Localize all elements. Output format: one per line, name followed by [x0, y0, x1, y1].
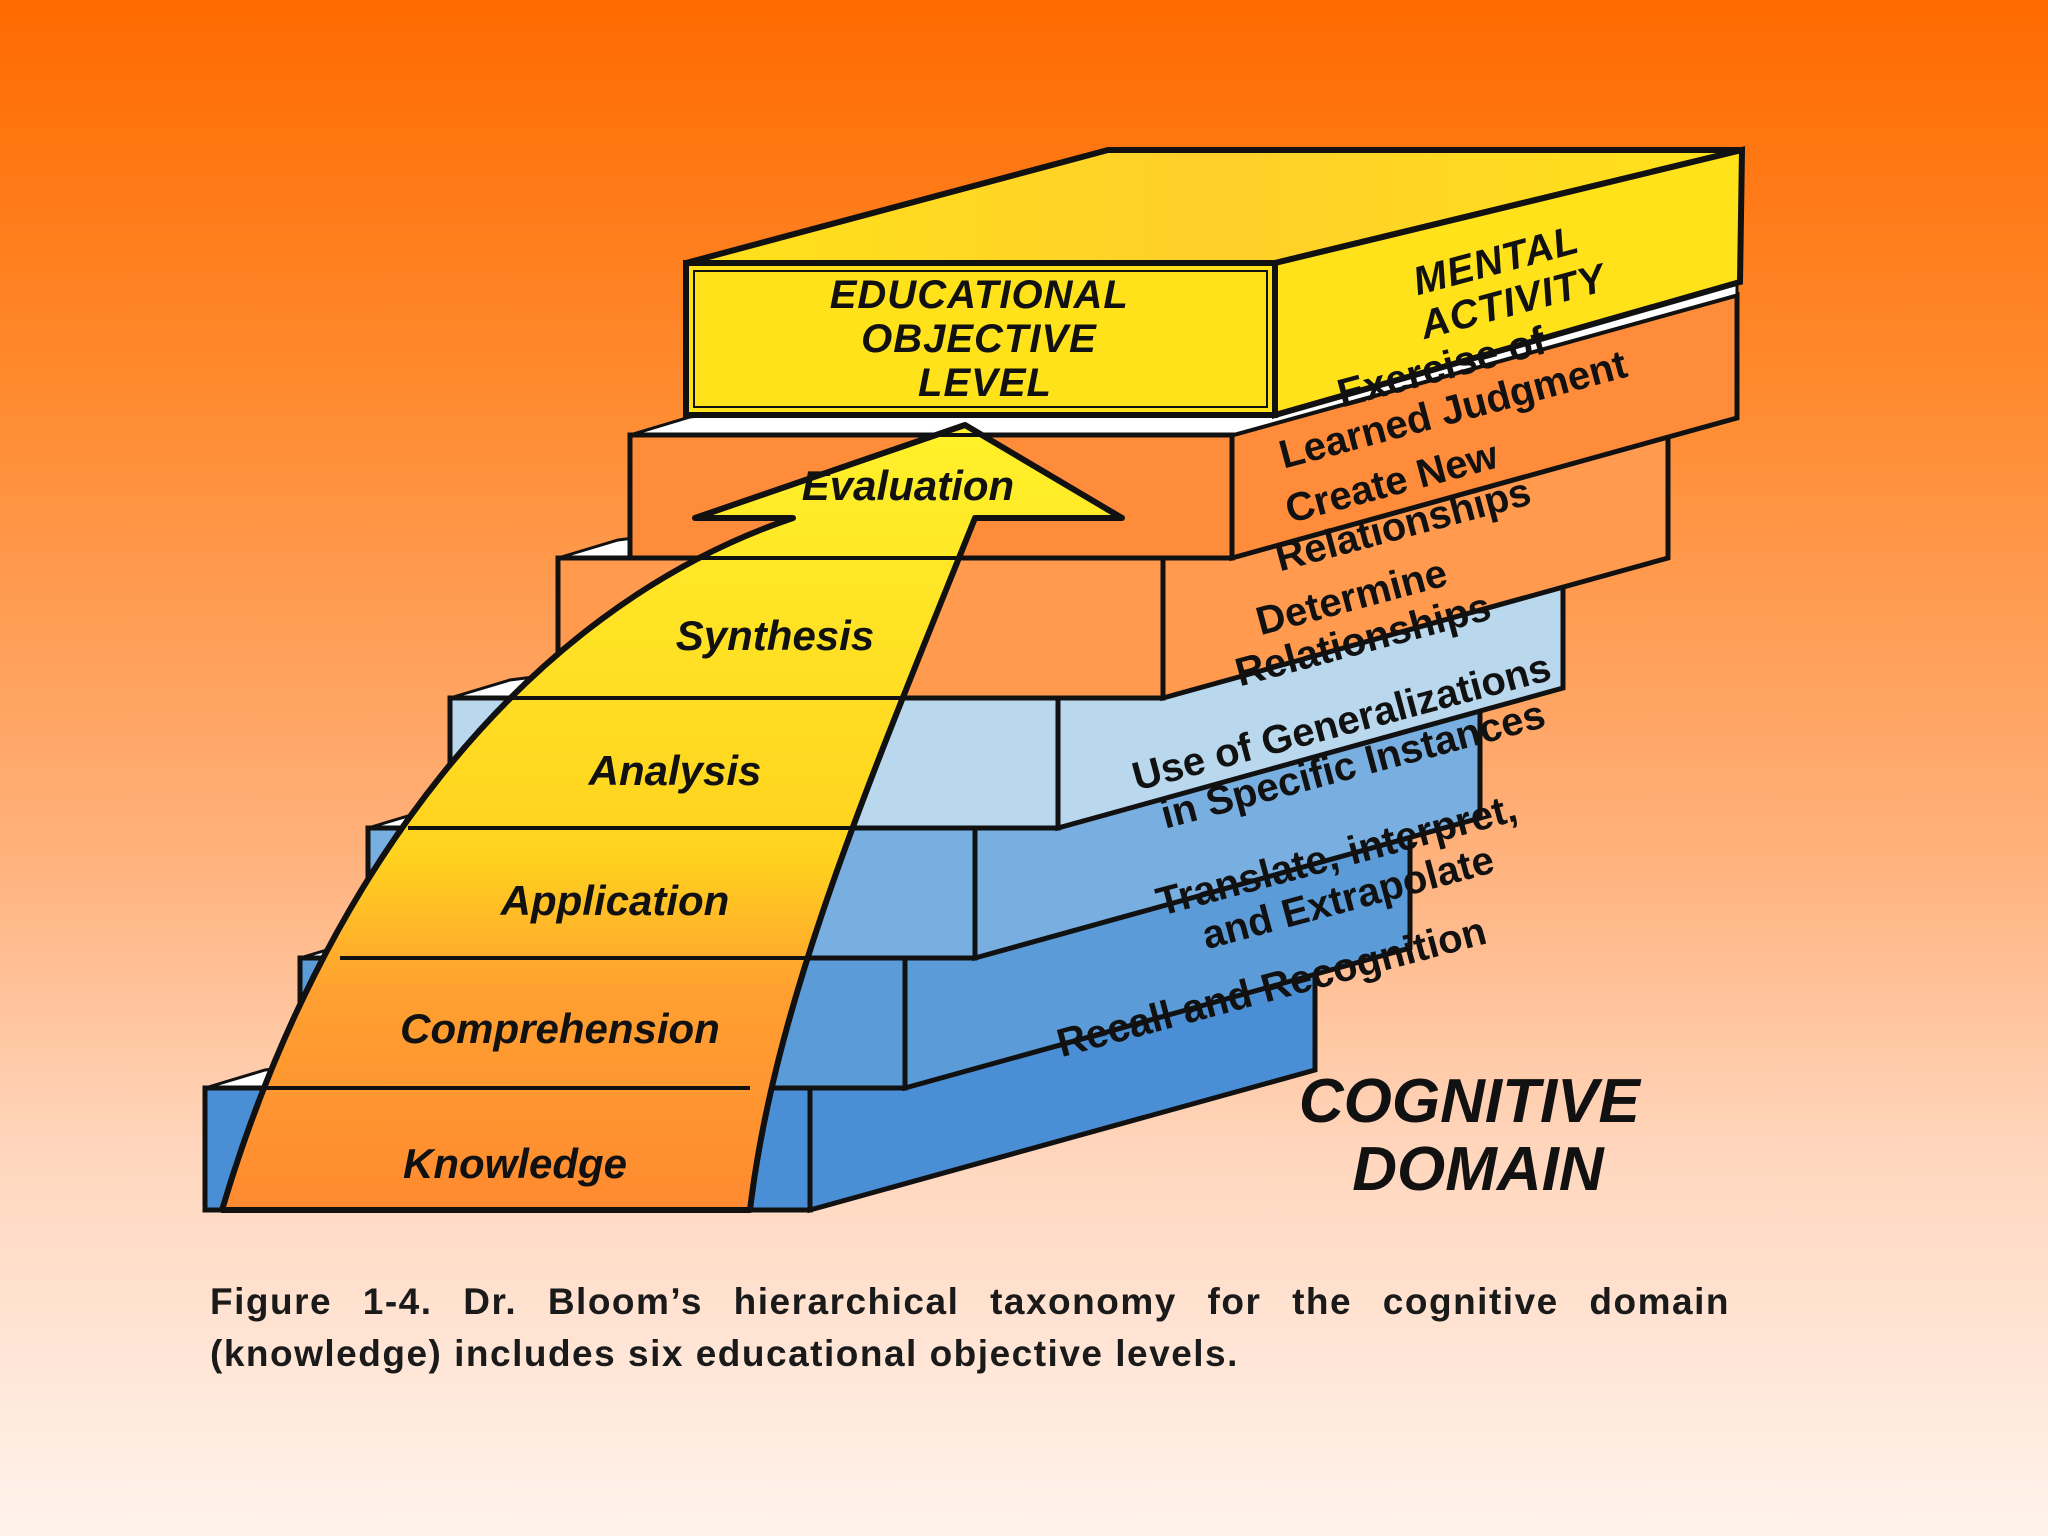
level-name-analysis: Analysis: [588, 747, 762, 794]
level-name-evaluation: Evaluation: [802, 462, 1014, 509]
header-front-face: [683, 260, 1278, 418]
domain-line-1: COGNITIVE: [1299, 1067, 1642, 1136]
level-names: Knowledge Comprehension Application Analysi…: [400, 462, 1014, 1187]
level-name-synthesis: Synthesis: [676, 612, 874, 659]
progression-arrow: [219, 422, 1125, 1213]
cognitive-domain-label: COGNITIVE DOMAIN: [1299, 1067, 1657, 1204]
level-name-knowledge: Knowledge: [403, 1140, 627, 1187]
figure-caption: Figure 1-4. Dr. Bloom’s hierarchical tax…: [210, 1281, 1730, 1374]
objective-line-3: LEVEL: [918, 361, 1052, 405]
level-name-application: Application: [500, 877, 730, 924]
arrow-step-lines: [245, 433, 1172, 1090]
level-name-comprehension: Comprehension: [400, 1005, 720, 1052]
domain-line-2: DOMAIN: [1352, 1135, 1605, 1204]
objective-line-2: OBJECTIVE: [861, 317, 1097, 361]
objective-level-heading: EDUCATIONAL OBJECTIVE LEVEL: [830, 273, 1141, 405]
objective-line-1: EDUCATIONAL: [830, 273, 1128, 317]
arrow-shape: [219, 422, 1125, 1213]
